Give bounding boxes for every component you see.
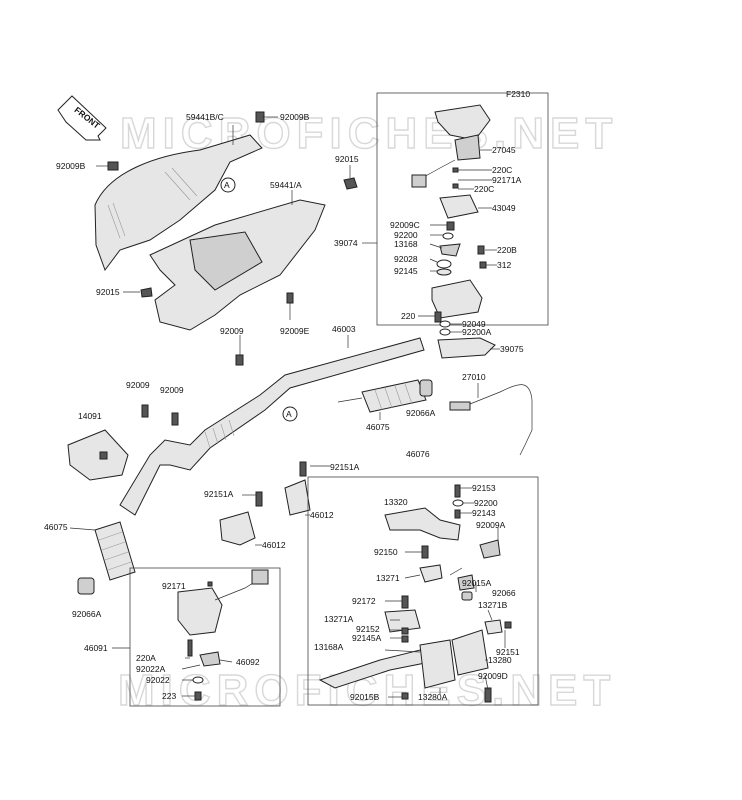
front-arrow-icon: FRONT: [57, 95, 107, 141]
label-92171a: 92171A: [492, 175, 522, 185]
label-92151a-1: 92151A: [330, 462, 360, 472]
callout-a-1: A: [224, 180, 230, 190]
label-92028: 92028: [394, 254, 418, 264]
label-46075-mid: 46075: [366, 422, 390, 432]
label-92049: 92049: [462, 319, 486, 329]
label-46075-left: 46075: [44, 522, 68, 532]
label-43049: 43049: [492, 203, 516, 213]
label-46092: 46092: [236, 657, 260, 667]
label-92151: 92151: [496, 647, 520, 657]
part-labels: 59441B/C 92009B 92009B 92015 59441/A 920…: [44, 112, 524, 702]
label-14091: 14091: [78, 411, 102, 421]
label-92022a: 92022A: [136, 664, 166, 674]
label-13271: 13271: [376, 573, 400, 583]
label-92015-top: 92015: [335, 154, 359, 164]
label-312: 312: [497, 260, 511, 270]
label-27045: 27045: [492, 145, 516, 155]
label-27010: 27010: [462, 372, 486, 382]
label-92150: 92150: [374, 547, 398, 557]
label-92151a-2: 92151A: [204, 489, 234, 499]
label-13271a: 13271A: [324, 614, 354, 624]
label-92009d: 92009D: [478, 671, 508, 681]
label-220c-1: 220C: [492, 165, 512, 175]
label-39074: 39074: [334, 238, 358, 248]
label-46003: 46003: [332, 324, 356, 334]
handlebar-cover: A: [94, 111, 358, 331]
brake-leaders: [384, 487, 506, 698]
label-13271b: 13271B: [478, 600, 508, 610]
label-92145: 92145: [394, 266, 418, 276]
label-92200a: 92200A: [462, 327, 492, 337]
label-13280a: 13280A: [418, 692, 448, 702]
label-220: 220: [401, 311, 415, 321]
label-13320: 13320: [384, 497, 408, 507]
label-92143: 92143: [472, 508, 496, 518]
clamp-46012: [219, 461, 330, 546]
label-39075: 39075: [500, 344, 524, 354]
left-grip: [69, 521, 136, 595]
throttle-assembly: [411, 104, 496, 359]
assembly-box-39074: [376, 92, 549, 326]
label-92009b-left: 92009B: [56, 161, 86, 171]
label-13280: 13280: [488, 655, 512, 665]
label-59441a: 59441/A: [270, 180, 302, 190]
label-92022: 92022: [146, 675, 170, 685]
label-92015b: 92015B: [350, 692, 380, 702]
label-92015a: 92015A: [462, 578, 492, 588]
label-92153: 92153: [472, 483, 496, 493]
label-92152: 92152: [356, 624, 380, 634]
label-92009e: 92009E: [280, 326, 310, 336]
label-223: 223: [162, 691, 176, 701]
handlebar: A: [119, 335, 425, 516]
label-92009-l1: 92009: [126, 380, 150, 390]
label-220b: 220B: [497, 245, 517, 255]
switch-assembly: [177, 569, 269, 701]
label-46012-1: 46012: [310, 510, 334, 520]
holder-14091: [67, 429, 129, 481]
label-92009c: 92009C: [390, 220, 420, 230]
label-92009-mid: 92009: [220, 326, 244, 336]
label-46091: 46091: [84, 643, 108, 653]
mid-grip: [337, 379, 433, 420]
callout-a-2: A: [286, 409, 292, 419]
label-92145a: 92145A: [352, 633, 382, 643]
cable-27010: [449, 383, 533, 456]
label-92009a: 92009A: [476, 520, 506, 530]
throttle-leaders: [418, 149, 500, 350]
label-13168a: 13168A: [314, 642, 344, 652]
label-92200-r: 92200: [474, 498, 498, 508]
label-13168: 13168: [394, 239, 418, 249]
assembly-box-46091: [129, 567, 281, 707]
label-46012-2: 46012: [262, 540, 286, 550]
label-92066a-left: 92066A: [72, 609, 102, 619]
diagram-code: F2310: [506, 89, 530, 99]
label-92066: 92066: [492, 588, 516, 598]
label-59441bc: 59441B/C: [186, 112, 224, 122]
brake-lever-assembly: [318, 484, 512, 703]
label-92172: 92172: [352, 596, 376, 606]
label-46076: 46076: [406, 449, 430, 459]
label-220a: 220A: [136, 653, 156, 663]
label-92171: 92171: [162, 581, 186, 591]
label-92200-top: 92200: [394, 230, 418, 240]
label-92066a-mid: 92066A: [406, 408, 436, 418]
label-220c-2: 220C: [474, 184, 494, 194]
assembly-box-46076: [307, 476, 539, 706]
label-92009b-top: 92009B: [280, 112, 310, 122]
label-92015-left: 92015: [96, 287, 120, 297]
label-92009-l2: 92009: [160, 385, 184, 395]
